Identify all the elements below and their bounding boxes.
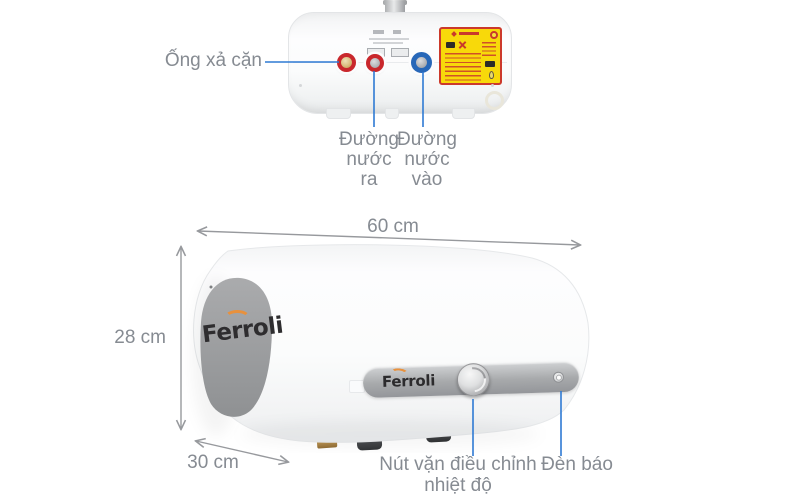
sticker-text-lines-right: [482, 42, 496, 56]
label-dimension-depth: 30 cm: [187, 452, 239, 473]
water-inlet-port: [411, 52, 432, 73]
sticker-bracket-icon: [485, 61, 495, 67]
cable-loop: [485, 91, 504, 110]
ferroli-logo-panel: Ferroli: [382, 367, 436, 392]
label-dimension-width: 60 cm: [367, 216, 419, 237]
label-knob: Nút vặn điều chỉnh nhiệt độ: [379, 454, 537, 496]
sticker-tv-icon: [446, 42, 455, 48]
warning-sticker: [439, 27, 502, 85]
screw-dot: [299, 84, 302, 87]
knob-arrow-icon: [455, 362, 492, 398]
temperature-knob: [455, 362, 492, 398]
rear-foot: [452, 108, 475, 119]
indicator-light-dot: [555, 374, 562, 381]
rear-foot: [385, 108, 399, 119]
control-panel: Ferroli: [362, 361, 580, 398]
drain-valve-port: [337, 53, 356, 72]
label-indicator: Đèn báo: [541, 454, 613, 475]
main-unit-body: [192, 244, 590, 443]
sticker-seal-icon: [490, 31, 498, 39]
indicator-light: [552, 371, 565, 383]
rear-foot: [326, 108, 351, 119]
label-dimension-height: 28 cm: [114, 327, 166, 348]
label-drain: Ống xả cặn: [164, 50, 262, 71]
label-water-in: Đường nước vào: [396, 129, 458, 190]
sticker-drop-icon: [489, 71, 494, 79]
ferroli-flame-icon: [224, 309, 251, 327]
side-panel-shape: [200, 277, 272, 417]
water-outlet-port: [366, 54, 384, 72]
screw-dot: [491, 84, 494, 87]
rear-spec-print: [359, 28, 421, 58]
rear-view-unit: [288, 12, 512, 119]
rear-body-seam: [293, 62, 507, 63]
label-water-out: Đường nước ra: [338, 129, 400, 190]
sticker-text-lines: [445, 53, 481, 81]
